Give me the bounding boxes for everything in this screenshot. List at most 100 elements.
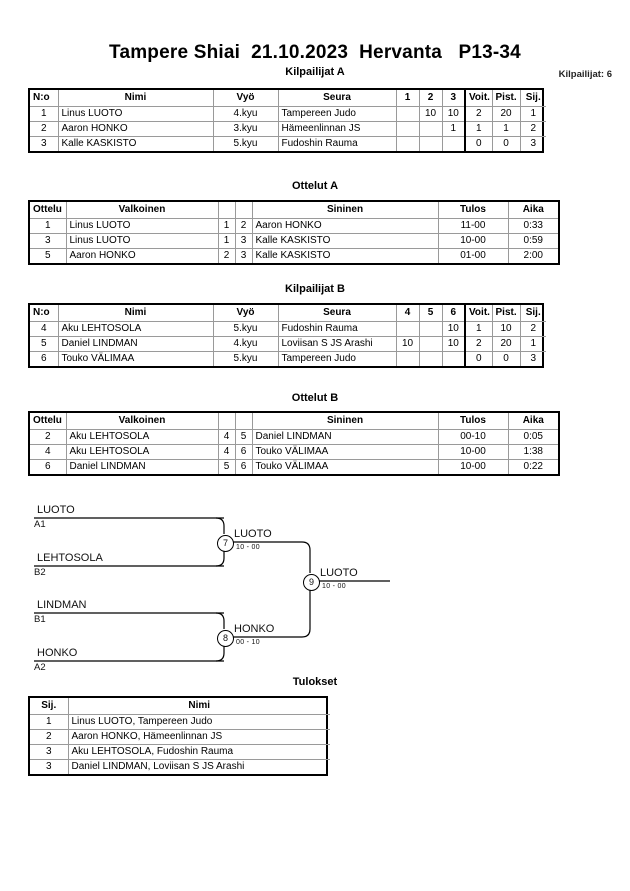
cell-name: Aku LEHTOSOLA, Fudoshin Rauma <box>67 743 330 760</box>
cell-white-name: Linus LUOTO <box>65 217 219 234</box>
cell-score-3: 10 <box>441 105 466 122</box>
cell-white-name: Aku LEHTOSOLA <box>65 443 219 460</box>
cell-name: Aaron HONKO, Hämeenlinnan JS <box>67 728 330 745</box>
cell-white-number: 2 <box>217 247 236 263</box>
cell-match-number: 1 <box>30 217 67 234</box>
pool-a-header-opp-2: 2 <box>418 90 443 107</box>
pool-b-header-opp-3: 6 <box>441 305 466 322</box>
cell-club: Fudoshin Rauma <box>277 135 397 151</box>
cell-name: Linus LUOTO <box>57 105 214 122</box>
cell-points: 20 <box>491 335 521 352</box>
cell-no: 6 <box>30 350 59 366</box>
cell-no: 4 <box>30 320 59 337</box>
cell-score-1 <box>395 120 420 137</box>
table-header-row: Sij.Nimi <box>30 698 330 715</box>
cell-result: 10-00 <box>437 443 509 460</box>
cell-name: Daniel LINDMAN <box>57 335 214 352</box>
cell-rank: 1 <box>30 713 69 730</box>
pool-a-header-club: Seura <box>277 90 397 107</box>
bracket-entry-seed-3: B1 <box>34 614 46 625</box>
cell-name: Touko VÄLIMAA <box>57 350 214 366</box>
bracket-entry-name-3: LINDMAN <box>37 599 87 611</box>
cell-score-2: 10 <box>418 105 443 122</box>
cell-blue-name: Touko VÄLIMAA <box>251 458 439 474</box>
cell-score-1 <box>395 350 420 366</box>
cell-wins: 1 <box>464 320 493 337</box>
cell-blue-number: 2 <box>234 217 253 234</box>
cell-name: Aku LEHTOSOLA <box>57 320 214 337</box>
cell-white-name: Daniel LINDMAN <box>65 458 219 474</box>
cell-rank: 3 <box>519 350 546 366</box>
cell-points: 0 <box>491 350 521 366</box>
cell-grade: 5.kyu <box>212 320 279 337</box>
cell-white-number: 1 <box>217 232 236 249</box>
cell-wins: 0 <box>464 135 493 151</box>
matches-a-heading: Ottelut A <box>291 180 339 192</box>
pool-b-header-grade: Vyö <box>212 305 279 322</box>
cell-name: Aaron HONKO <box>57 120 214 137</box>
pool-b-header-rank: Sij. <box>519 305 546 322</box>
matches-b-header-white-no <box>217 413 236 430</box>
matches-b-heading: Ottelut B <box>291 392 339 404</box>
pool-b-header-wins: Voit. <box>464 305 493 322</box>
cell-points: 1 <box>491 120 521 137</box>
matches-b-header-match: Ottelu <box>30 413 67 430</box>
cell-white-number: 5 <box>217 458 236 474</box>
bracket-entry-seed-2: B2 <box>34 567 46 578</box>
matches-b-header-white: Valkoinen <box>65 413 219 430</box>
bracket-winner-9: LUOTO <box>320 567 358 579</box>
cell-white-name: Aku LEHTOSOLA <box>65 428 219 445</box>
bracket-match-number-7: 7 <box>217 535 234 552</box>
bracket-winner-8: HONKO <box>234 623 275 635</box>
cell-score-3 <box>441 135 466 151</box>
cell-blue-name: Kalle KASKISTO <box>251 247 439 263</box>
cell-score-2 <box>418 320 443 337</box>
cell-points: 20 <box>491 105 521 122</box>
bracket-winner-7: LUOTO <box>234 528 272 540</box>
bracket-match-number-9: 9 <box>303 574 320 591</box>
matches-a-header-time: Aika <box>507 202 558 219</box>
cell-name: Daniel LINDMAN, Loviisan S JS Arashi <box>67 758 330 774</box>
pool-a-header-no: N:o <box>30 90 59 107</box>
pool-a-header-wins: Voit. <box>464 90 493 107</box>
cell-rank: 1 <box>519 335 546 352</box>
results-heading: Tulokset <box>292 676 338 688</box>
bracket-entry-seed-1: A1 <box>34 519 46 530</box>
cell-score-2 <box>418 120 443 137</box>
bracket-entry-name-2: LEHTOSOLA <box>37 552 103 564</box>
cell-time: 0:33 <box>507 217 558 234</box>
matches-a-header-white: Valkoinen <box>65 202 219 219</box>
competitor-count: Kilpailijat: 6 <box>558 69 612 80</box>
cell-score-3: 10 <box>441 335 466 352</box>
cell-score-3 <box>441 350 466 366</box>
cell-grade: 5.kyu <box>212 350 279 366</box>
cell-match-number: 4 <box>30 443 67 460</box>
pool-a-header-opp-3: 3 <box>441 90 466 107</box>
cell-white-name: Linus LUOTO <box>65 232 219 249</box>
results-header-rank: Sij. <box>30 698 69 715</box>
cell-rank: 3 <box>30 743 69 760</box>
bracket-score-9: 10 - 00 <box>322 583 346 590</box>
cell-grade: 4.kyu <box>212 335 279 352</box>
cell-score-1 <box>395 135 420 151</box>
cell-wins: 2 <box>464 105 493 122</box>
cell-score-3: 1 <box>441 120 466 137</box>
matches-a-header-blue-no <box>234 202 253 219</box>
pool-b-header-opp-1: 4 <box>395 305 420 322</box>
cell-white-number: 4 <box>217 428 236 445</box>
cell-wins: 0 <box>464 350 493 366</box>
